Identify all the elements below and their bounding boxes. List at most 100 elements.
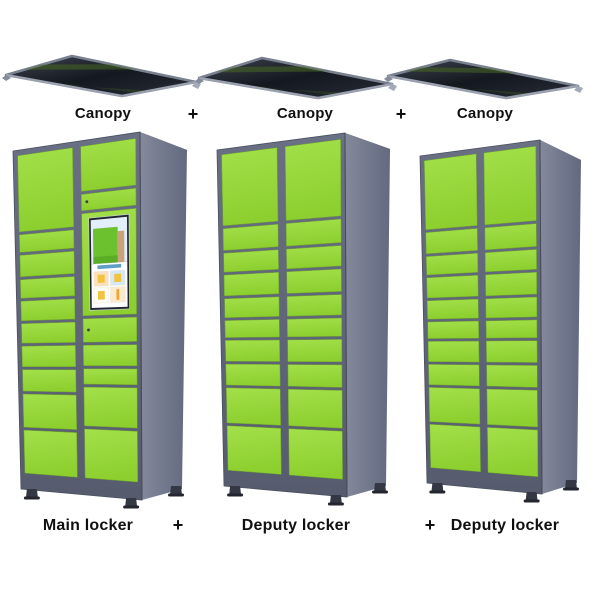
locker-door <box>84 428 138 483</box>
foot-base <box>23 496 40 500</box>
plus-separator: + <box>395 104 407 124</box>
receipt-icon <box>116 289 120 300</box>
foot-base <box>123 505 140 509</box>
locker-door <box>486 364 538 388</box>
foot-base <box>429 490 446 494</box>
canopy-sheen <box>216 66 330 73</box>
parcel-icon <box>97 290 105 300</box>
photo-person <box>117 230 125 263</box>
locker-door <box>485 296 538 319</box>
main-locker <box>12 131 187 509</box>
locker-door <box>425 228 478 255</box>
locker-door <box>83 344 138 367</box>
canopy-label: Canopy <box>456 105 514 122</box>
leveling-foot <box>374 483 386 492</box>
canopy-end-cap <box>574 86 583 93</box>
locker-door <box>429 424 481 473</box>
locker-door <box>484 249 537 273</box>
canopy-front-trim <box>387 74 579 100</box>
locker-door <box>286 268 342 294</box>
locker-door <box>20 298 76 322</box>
keyhole <box>85 200 89 204</box>
cabinet-side <box>140 132 187 500</box>
locker-door <box>284 139 342 221</box>
leveling-foot <box>525 492 538 501</box>
locker-door <box>226 425 282 475</box>
plus-separator: + <box>172 515 184 535</box>
cabinet-side <box>540 140 581 494</box>
locker-door <box>286 245 342 270</box>
locker-door <box>485 271 537 297</box>
locker-door <box>287 317 342 338</box>
locker-door <box>426 252 479 276</box>
locker-door <box>83 368 138 386</box>
deputy-locker-label: Deputy locker <box>241 517 351 534</box>
canopy-label: Canopy <box>74 105 132 122</box>
locker-door <box>486 340 538 363</box>
cabinet-front-edge <box>539 139 543 495</box>
locker-door <box>226 387 281 426</box>
leveling-foot <box>431 483 444 492</box>
locker-door <box>224 319 280 338</box>
leveling-foot <box>170 486 182 495</box>
cabinet-side <box>345 133 390 497</box>
plus-separator: + <box>424 515 436 535</box>
foot-base <box>168 493 184 497</box>
canopy-front-trim <box>5 73 197 98</box>
leveling-foot <box>25 489 38 498</box>
canopy-panel <box>4 54 198 98</box>
locker-door <box>19 229 75 253</box>
locker-door <box>225 363 281 387</box>
locker-door <box>22 369 77 393</box>
foot-base <box>523 499 540 503</box>
keyhole <box>87 328 90 332</box>
locker-door <box>485 319 538 339</box>
main-locker-label: Main locker <box>42 517 134 534</box>
locker-door <box>223 272 280 297</box>
locker-door <box>19 250 75 278</box>
canopy-panel <box>197 56 394 100</box>
locker-door <box>426 298 479 320</box>
canopy-2 <box>195 56 397 100</box>
canopy-sheen <box>38 80 151 93</box>
parcel-icon <box>114 273 122 283</box>
locker-door <box>426 274 479 299</box>
foot-base <box>227 493 244 497</box>
menu-header-bar <box>97 263 122 270</box>
foot-base <box>372 490 388 494</box>
locker-door <box>288 428 343 480</box>
canopy-end-cap <box>195 78 204 84</box>
canopy-end-cap <box>384 76 393 82</box>
locker-door <box>22 393 77 430</box>
locker-door <box>81 187 137 212</box>
canopy-1 <box>2 54 201 98</box>
leveling-foot <box>125 498 138 507</box>
locker-door <box>287 388 343 429</box>
locker-door <box>428 364 480 387</box>
locker-door <box>17 147 74 233</box>
locker-door <box>486 388 538 428</box>
locker-door <box>222 223 279 251</box>
deputy-locker-1 <box>216 132 390 506</box>
locker-door <box>21 345 76 367</box>
locker-door <box>224 296 280 318</box>
locker-door <box>80 138 137 192</box>
locker-door <box>484 223 537 251</box>
cabinet-front-edge <box>344 132 348 498</box>
canopy-label: Canopy <box>276 105 334 122</box>
locker-door <box>221 147 279 227</box>
canopy-end-cap <box>2 75 11 81</box>
locker-door <box>285 218 342 247</box>
deputy-locker-label: Deputy locker <box>450 517 560 534</box>
locker-door <box>83 386 138 429</box>
locker-door <box>223 249 279 273</box>
canopy-sheen <box>232 83 347 95</box>
parcel-icon <box>97 274 105 283</box>
leveling-foot <box>229 486 242 495</box>
locker-door <box>424 153 478 231</box>
canopy-3 <box>384 58 583 100</box>
canopy-sheen <box>405 67 517 74</box>
foot-base <box>563 487 579 491</box>
